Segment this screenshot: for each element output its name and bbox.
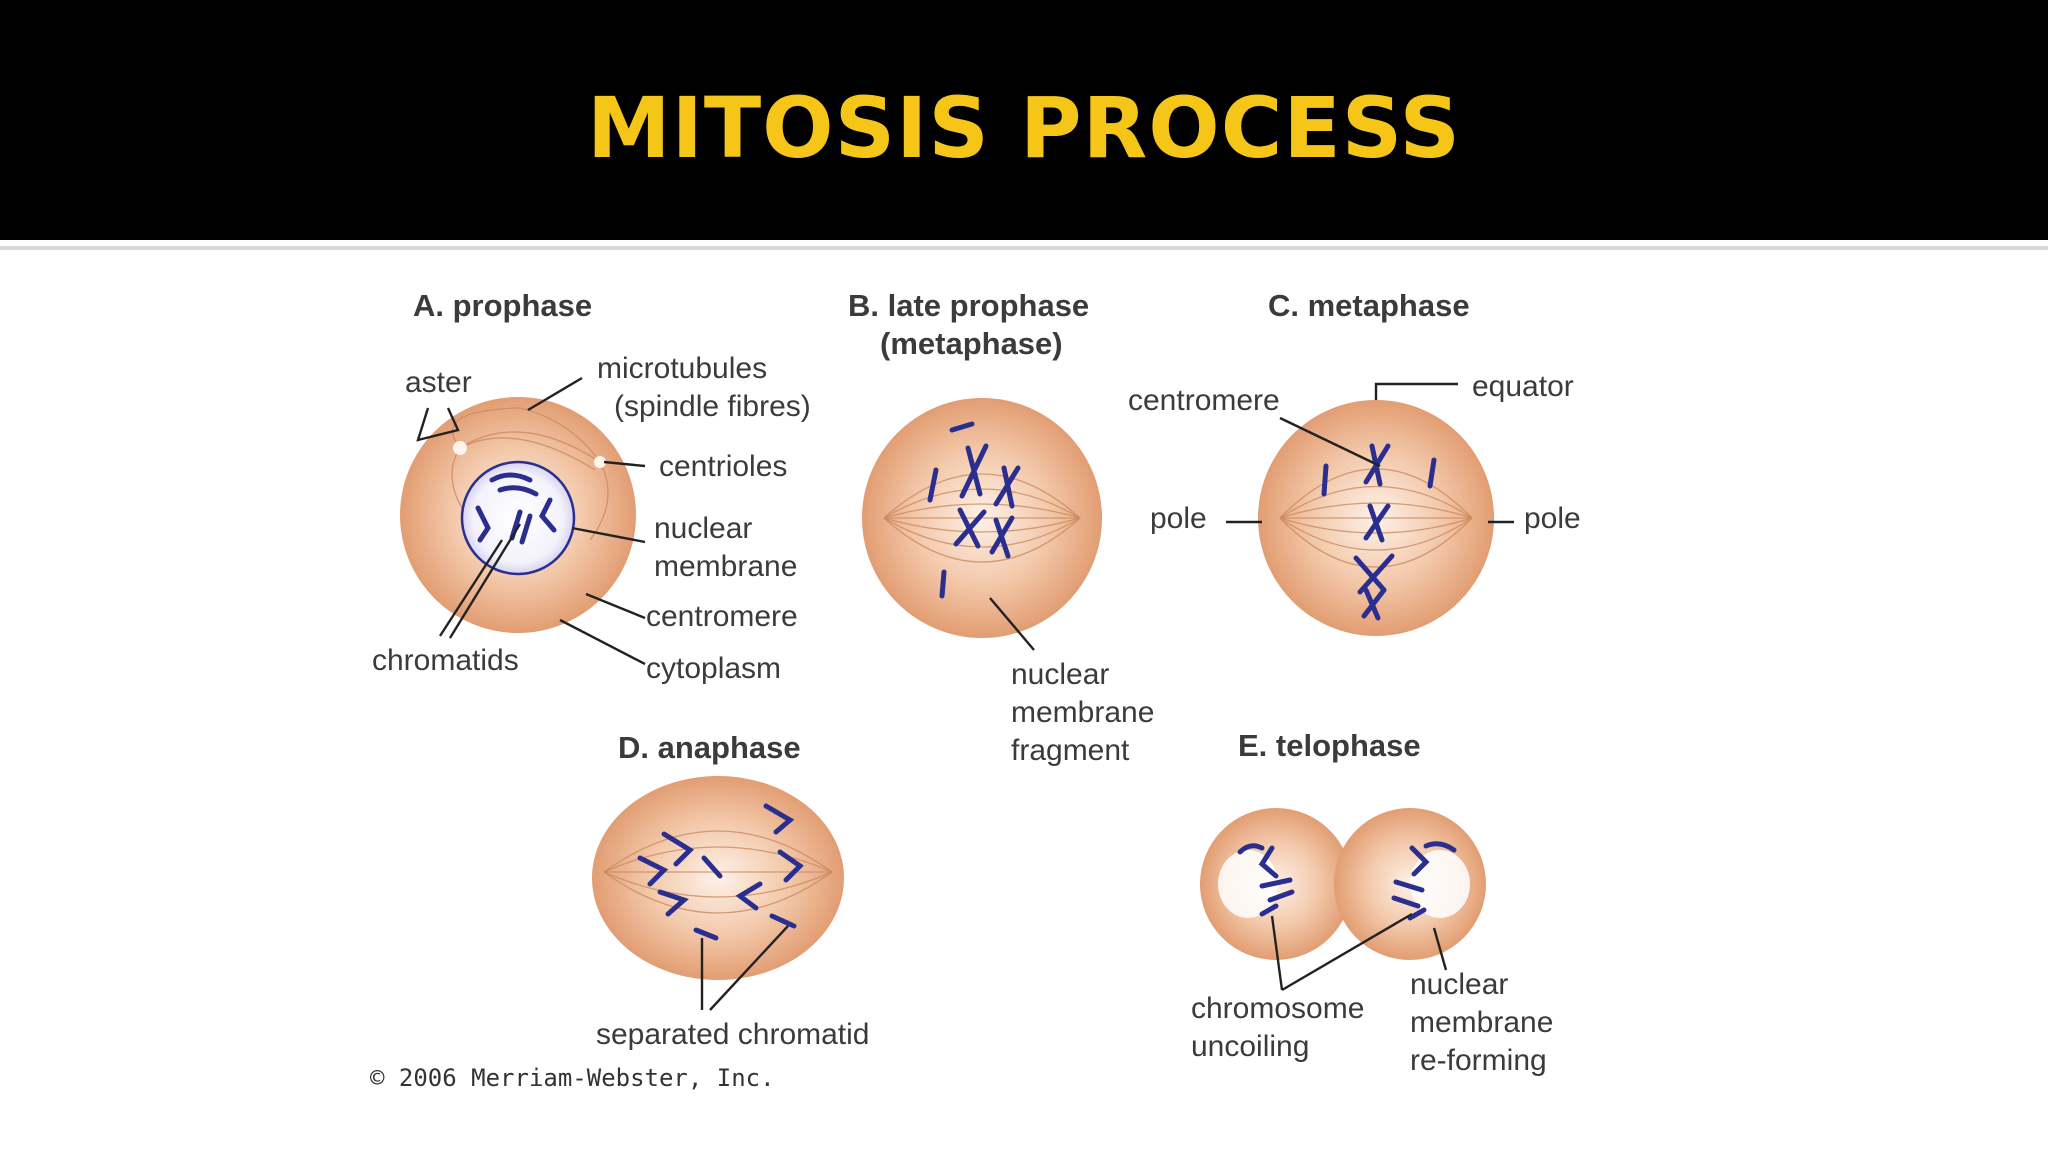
metaphase-heading: C. metaphase: [1268, 288, 1470, 323]
metaphase-chromosomes: [1321, 443, 1437, 621]
label-reforming-membrane: membrane: [1410, 1006, 1553, 1039]
telophase-chromosomes: [1237, 841, 1457, 921]
anaphase-panel: D. anaphase separated chromatid: [592, 730, 870, 1051]
fragment-leader-line: [989, 597, 1035, 651]
label-chromosome: chromosome: [1191, 992, 1364, 1025]
metaphase-leader-lines: [1226, 382, 1514, 524]
anaphase-leader-lines: [700, 925, 789, 1011]
label-pole-left: pole: [1150, 502, 1207, 535]
late-prophase-heading: B. late prophase: [848, 288, 1089, 323]
label-reforming: re-forming: [1410, 1044, 1547, 1077]
metaphase-panel: C. metaphase centromere equator po: [1128, 288, 1581, 636]
anaphase-cell: [592, 776, 844, 980]
late-prophase-subheading: (metaphase): [880, 326, 1063, 361]
label-fragment-membrane: membrane: [1011, 696, 1154, 729]
label-centrioles: centrioles: [659, 450, 787, 483]
header-divider: [0, 246, 2048, 250]
label-uncoiling: uncoiling: [1191, 1030, 1309, 1063]
label-centromere: centromere: [646, 600, 798, 633]
centriole-icon: [594, 456, 606, 468]
late-prophase-panel: B. late prophase (metaphase) nuclear mem…: [848, 288, 1154, 767]
label-fragment-nuclear: nuclear: [1011, 658, 1109, 691]
label-aster: aster: [405, 366, 472, 399]
label-metaphase-centromere: centromere: [1128, 384, 1280, 417]
label-pole-right: pole: [1524, 502, 1581, 535]
slide-title: MITOSIS PROCESS: [587, 79, 1461, 177]
anaphase-chromatids: [637, 803, 804, 941]
anaphase-heading: D. anaphase: [618, 730, 801, 765]
label-equator: equator: [1472, 370, 1574, 403]
label-microtubules: microtubules: [597, 352, 767, 385]
prophase-chromatids: [475, 472, 557, 545]
label-membrane: membrane: [654, 550, 797, 583]
label-nuclear: nuclear: [654, 512, 752, 545]
telophase-heading: E. telophase: [1238, 728, 1421, 763]
prophase-heading: A. prophase: [413, 288, 592, 323]
prophase-leader-lines: [416, 376, 646, 666]
label-separated-chromatid: separated chromatid: [596, 1018, 870, 1051]
aster-icon: [453, 441, 467, 455]
label-cytoplasm: cytoplasm: [646, 652, 781, 685]
header-bar: [0, 0, 2048, 240]
telophase-panel: E. telophase chromosome uncoiling nuclea…: [1191, 728, 1553, 1077]
late-prophase-chromosomes: [927, 421, 1021, 599]
telophase-leader-lines: [1270, 912, 1448, 992]
copyright-credit: © 2006 Merriam-Webster, Inc.: [370, 1064, 775, 1092]
label-fragment: fragment: [1011, 734, 1130, 767]
label-chromatids: chromatids: [372, 644, 519, 677]
telophase-nucleus-right: [1410, 850, 1470, 918]
label-reforming-nuclear: nuclear: [1410, 968, 1508, 1001]
label-spindle-fibres: (spindle fibres): [614, 390, 811, 423]
prophase-panel: A. prophase: [372, 288, 811, 685]
